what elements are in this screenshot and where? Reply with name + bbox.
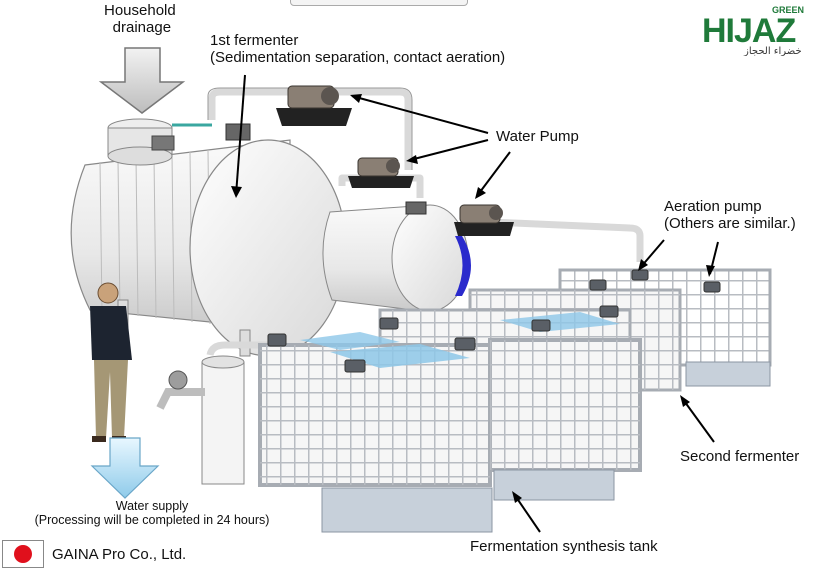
second-fermenter-cylinder	[322, 201, 471, 313]
water-pump-icon	[454, 204, 514, 236]
japan-flag-icon	[2, 540, 44, 568]
svg-text:خضراء الحجاز: خضراء الحجاز	[743, 46, 802, 56]
drainage-down-arrow-icon	[98, 47, 186, 114]
water-pump-icon	[276, 85, 352, 126]
green-hijaz-logo: GREEN HIJAZ خضراء الحجاز	[700, 4, 822, 57]
water-pump-label: Water Pump	[496, 128, 579, 145]
pointer-arrowheads	[231, 94, 715, 503]
aeration-pump-icon	[267, 269, 721, 373]
faucet-icon	[156, 355, 245, 485]
svg-text:HIJAZ: HIJAZ	[702, 12, 795, 50]
household-drainage-label: Household drainage	[104, 2, 176, 37]
ibc-tank-array	[258, 268, 772, 533]
first-fermenter-label: 1st fermenter (Sedimentation separation,…	[210, 32, 506, 67]
svg-text:GREEN: GREEN	[772, 5, 804, 15]
second-fermenter-label: Second fermenter	[680, 448, 800, 465]
water-supply-label: Water supply (Processing will be complet…	[34, 499, 270, 528]
top-frame-edge	[290, 0, 468, 6]
person-icon	[90, 282, 132, 442]
aeration-pump-label: Aeration pump (Others are similar.)	[664, 198, 796, 233]
water-supply-down-arrow-icon	[90, 437, 160, 499]
fermentation-tank-label: Fermentation synthesis tank	[470, 538, 658, 555]
company-name: GAINA Pro Co., Ltd.	[52, 546, 187, 563]
water-pump-icon	[348, 157, 414, 188]
